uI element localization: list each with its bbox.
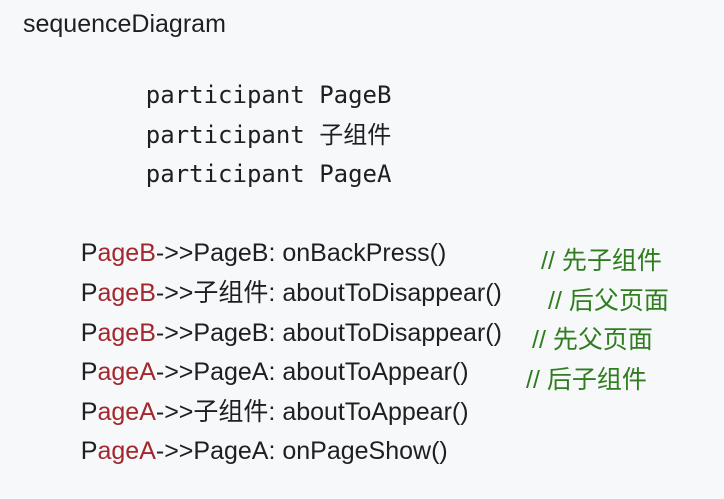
message-to: PageA [193, 358, 269, 386]
message-to: 子组件 [193, 279, 269, 307]
message-arrow: ->> [155, 437, 194, 465]
message-from-initial: P [80, 319, 98, 347]
message-from-rest: ageA [97, 358, 156, 386]
message-from-initial: P [80, 437, 98, 465]
message-text: : onPageShow() [268, 437, 448, 465]
message-to: PageB [193, 319, 269, 347]
message-arrow: ->> [155, 398, 194, 426]
message-from-initial: P [80, 358, 98, 386]
code-block: sequenceDiagram participant PageB partic… [23, 10, 669, 465]
participant-line: participant PageA [88, 126, 392, 188]
message-line: PageA->>子组件: aboutToAppear() [53, 364, 469, 426]
message-line: PageB->>PageB: onBackPress() [53, 205, 447, 267]
message-comment: // 后父页面 [548, 287, 669, 315]
message-from-rest: ageB [97, 279, 156, 307]
message-from-initial: P [80, 279, 98, 307]
message-line: PageB->>PageB: aboutToDisappear() [53, 285, 502, 347]
participant-name: 子组件 [319, 121, 392, 149]
message-from-rest: ageB [97, 319, 156, 347]
message-from-initial: P [80, 239, 98, 267]
message-comment: // 后子组件 [526, 366, 647, 394]
diagram-type-keyword: sequenceDiagram [23, 10, 226, 38]
message-line: PageA->>PageA: onPageShow() [53, 403, 448, 465]
message-from-initial: P [80, 398, 98, 426]
participant-name: PageB [319, 81, 392, 109]
message-arrow: ->> [155, 239, 194, 267]
message-text: : aboutToDisappear() [268, 319, 502, 347]
message-arrow: ->> [155, 279, 194, 307]
message-from-rest: ageB [97, 239, 156, 267]
message-to: PageB [193, 239, 269, 267]
participant-keyword: participant [145, 81, 305, 109]
participant-line: participant 子组件 [88, 87, 391, 149]
message-text: : aboutToAppear() [268, 358, 469, 386]
participant-line: participant PageB [88, 47, 392, 109]
message-from-rest: ageA [97, 437, 156, 465]
message-arrow: ->> [155, 358, 194, 386]
message-text: : aboutToAppear() [268, 398, 469, 426]
message-text: : aboutToDisappear() [268, 279, 502, 307]
message-to: PageA [193, 437, 269, 465]
participant-keyword: participant [145, 160, 305, 188]
message-arrow: ->> [155, 319, 194, 347]
participant-keyword: participant [145, 121, 305, 149]
message-line: PageA->>PageA: aboutToAppear() [53, 324, 469, 386]
message-line: PageB->>子组件: aboutToDisappear() [53, 245, 502, 307]
message-comment: // 先父页面 [532, 326, 653, 354]
message-from-rest: ageA [97, 398, 156, 426]
message-text: : onBackPress() [268, 239, 447, 267]
participant-name: PageA [319, 160, 392, 188]
message-comment: // 先子组件 [541, 247, 662, 275]
message-to: 子组件 [193, 398, 269, 426]
